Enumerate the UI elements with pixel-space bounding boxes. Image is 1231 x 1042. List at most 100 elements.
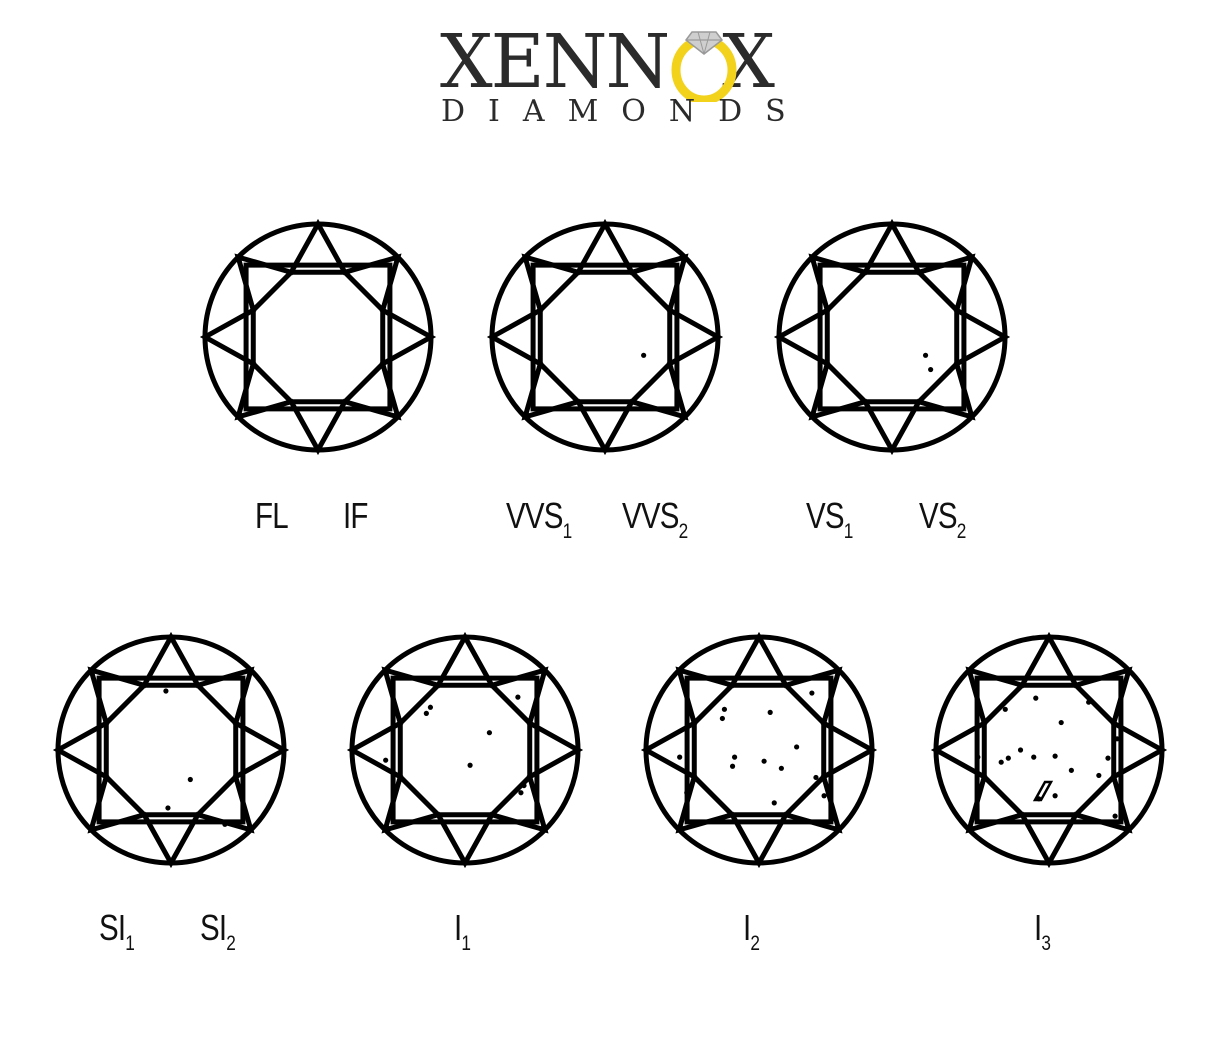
inclusion-dot: [1005, 755, 1011, 761]
diamond-vvs: [486, 218, 724, 456]
star-facets: [199, 218, 437, 456]
inclusion-dot: [719, 715, 725, 722]
diamond-ring-icon: [671, 31, 737, 102]
grade-label-sub: 1: [562, 520, 573, 543]
inclusion-dot: [1002, 706, 1008, 712]
inclusion-dot: [1052, 793, 1058, 799]
star-square: [243, 262, 393, 412]
grade-label: I2: [743, 908, 760, 964]
grade-label-sub: 1: [843, 520, 854, 543]
star-square: [530, 262, 680, 412]
star-facets: [930, 631, 1168, 869]
diamond-vs: [773, 218, 1011, 456]
grade-label-sub: 2: [750, 932, 760, 955]
inclusion-dot: [922, 352, 929, 358]
inclusion-dot: [427, 704, 434, 710]
grade-label-main: I: [743, 907, 751, 948]
inclusion-dot: [998, 759, 1004, 765]
grade-label-main: VS: [806, 495, 845, 536]
inclusion-dot: [1068, 767, 1074, 773]
diamond-i1: [346, 631, 584, 869]
grade-label-sub: 1: [125, 932, 135, 955]
inclusion-dot: [729, 763, 736, 769]
grade-label-main: SI: [200, 907, 227, 948]
star-facets: [52, 631, 290, 869]
grade-label-main: FL: [255, 495, 289, 536]
inclusion-dot: [767, 709, 773, 715]
brand-tagline: DIAMONDS: [441, 94, 809, 129]
grade-label-main: VVS: [506, 495, 563, 536]
inclusion-dot: [821, 793, 827, 799]
inclusion-dot: [794, 744, 800, 750]
table-facet: [537, 269, 673, 405]
inclusion-dot: [163, 688, 169, 694]
inclusion-dot: [1096, 772, 1102, 779]
grade-label-main: VVS: [622, 495, 679, 536]
grade-label-main: SI: [99, 907, 126, 948]
star-facets: [486, 218, 724, 456]
diamond-i3: [930, 631, 1168, 869]
inclusion-dot: [423, 710, 429, 716]
inclusion-dot: [771, 800, 777, 806]
inclusion-dot: [975, 754, 981, 760]
grade-label: VS2: [919, 496, 966, 552]
inclusion-dot: [684, 790, 690, 796]
inclusion-dot: [809, 690, 815, 696]
inclusion-dot: [1033, 695, 1039, 701]
grade-label: VS1: [806, 496, 853, 552]
inclusion-dot: [467, 762, 473, 768]
inclusion-dot: [641, 352, 647, 358]
inclusion-dot: [1086, 699, 1092, 705]
inclusion-dot: [383, 757, 389, 763]
table-facet: [824, 269, 960, 405]
diamond-i2: [640, 631, 878, 869]
inclusion-dot: [187, 776, 193, 783]
inclusion-dot: [761, 758, 767, 764]
grade-label: SI1: [99, 908, 135, 964]
grade-label-main: I: [454, 907, 462, 948]
grade-label: FL: [255, 495, 289, 536]
grade-label: I1: [454, 908, 471, 964]
grade-label-sub: 1: [461, 932, 471, 955]
inclusion-dot: [486, 730, 493, 736]
inclusion-dot: [521, 782, 527, 789]
inclusion-dot: [731, 754, 738, 760]
star-facets: [640, 631, 878, 869]
inclusion-dot: [778, 765, 784, 771]
inclusion-dot: [1114, 736, 1120, 742]
star-square: [684, 675, 834, 825]
inclusion-dot: [1058, 719, 1064, 726]
grade-label-sub: 2: [956, 520, 967, 543]
table-facet: [103, 682, 239, 818]
inclusion-dot: [1112, 813, 1118, 819]
grade-label-main: VS: [919, 495, 958, 536]
table-facet: [250, 269, 386, 405]
grade-label: VVS1: [506, 496, 572, 552]
inclusion-dot: [677, 754, 683, 760]
inclusion-dot: [222, 821, 228, 827]
star-facets: [773, 218, 1011, 456]
grade-label: I3: [1034, 908, 1051, 964]
grade-label-main: I: [1034, 907, 1042, 948]
star-square: [817, 262, 967, 412]
inclusion-dot: [813, 774, 819, 781]
grade-label: SI2: [200, 908, 236, 964]
inclusion-dot: [165, 805, 171, 811]
inclusion-dot: [829, 816, 835, 822]
grade-label-sub: 3: [1041, 932, 1051, 955]
inclusion-dot: [1105, 755, 1111, 761]
inclusion-dot: [518, 790, 524, 796]
inclusion-dot: [928, 366, 934, 373]
table-facet: [981, 682, 1117, 818]
star-square: [974, 675, 1124, 825]
inclusion-dot: [1017, 747, 1024, 753]
grade-label-main: IF: [343, 495, 368, 536]
brand-name-left: XENN: [440, 19, 670, 105]
grade-label: VVS2: [622, 496, 688, 552]
inclusion-dot: [1031, 754, 1037, 760]
grade-label-sub: 2: [678, 520, 689, 543]
star-square: [96, 675, 246, 825]
